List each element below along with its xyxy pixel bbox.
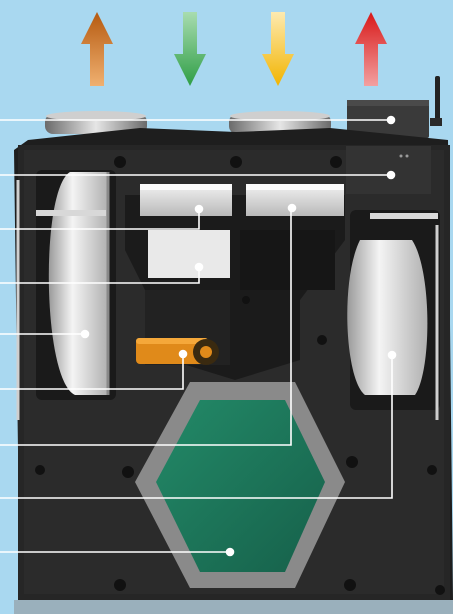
- control-box-callout: [0, 170, 396, 180]
- duct-collars: [45, 111, 331, 134]
- heat-exchanger: [135, 382, 345, 588]
- exhaust-air-arrow: [355, 12, 387, 86]
- screw-holes: [35, 156, 445, 595]
- heat-exchanger-callout: [0, 547, 235, 557]
- extract-air-arrow: [81, 12, 113, 86]
- right-fan-callout: [0, 350, 397, 499]
- damper-motor-callout: [0, 349, 188, 390]
- right-fan-chamber: [347, 210, 440, 420]
- left-filter: [140, 184, 232, 216]
- right-filter-callout: [0, 203, 297, 446]
- callout-lines: [0, 115, 397, 557]
- left-fan-callout: [0, 329, 90, 339]
- left-fan-chamber: [16, 170, 116, 420]
- base-strip: [14, 600, 453, 614]
- left-filter-callout: [0, 204, 204, 230]
- bypass-flap-callout: [0, 262, 204, 284]
- fresh-air-arrow: [174, 12, 206, 86]
- supply-air-arrow: [262, 12, 294, 86]
- damper-motor: [136, 338, 219, 365]
- antenna-module-callout: [0, 115, 396, 125]
- antenna-module: [347, 76, 442, 138]
- right-filter: [246, 184, 344, 216]
